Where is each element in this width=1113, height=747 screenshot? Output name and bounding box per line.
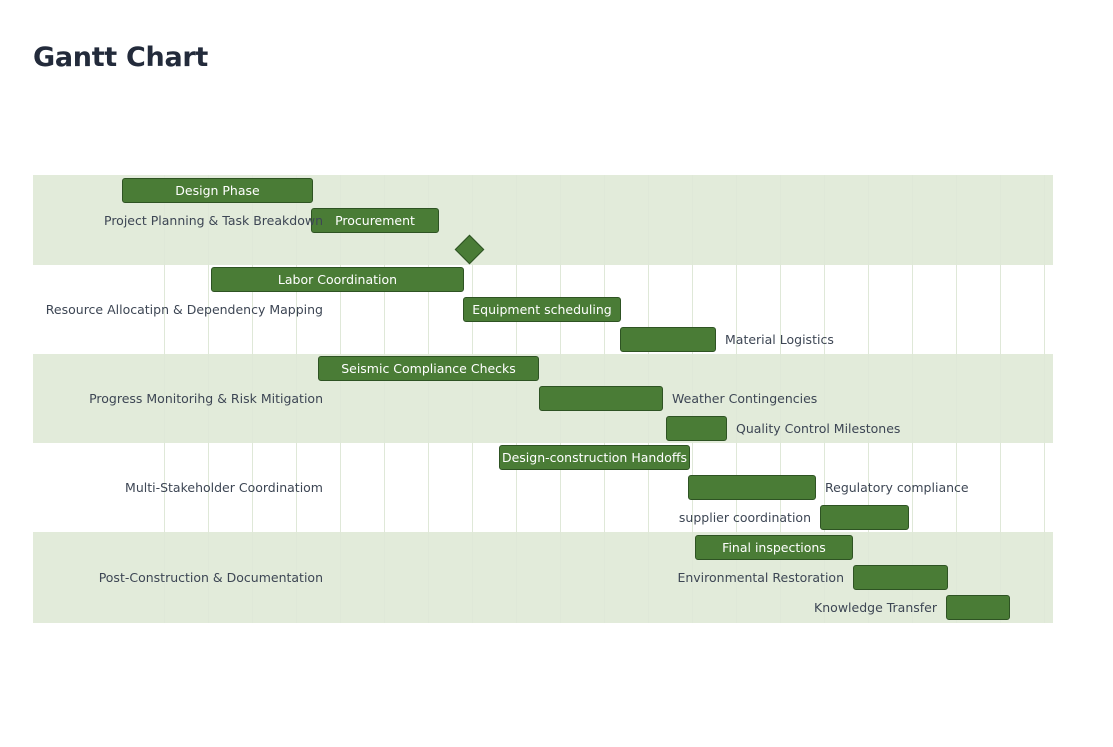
milestone-diamond-icon[interactable] <box>454 234 485 264</box>
task-row[interactable]: Environmental Restoration <box>33 563 1053 592</box>
gantt-bar-label: Knowledge Transfer <box>814 600 937 616</box>
gantt-bar-label: Design Phase <box>175 182 260 198</box>
page-title: Gantt Chart <box>33 42 208 73</box>
gantt-bar[interactable]: Equipment scheduling <box>463 297 621 322</box>
gantt-bar-label: Procurement <box>335 212 415 228</box>
gantt-bar-label: Regulatory compliance <box>825 480 969 495</box>
gantt-bar-label: Material Logistics <box>725 331 834 347</box>
task-row[interactable]: supplier coordination <box>33 503 1053 532</box>
gantt-bar[interactable] <box>853 565 948 590</box>
task-row[interactable]: Seismic Compliance Checks <box>33 354 1053 383</box>
gantt-bar-label: Final inspections <box>722 539 826 555</box>
gantt-bar[interactable]: Procurement <box>311 207 439 233</box>
task-row[interactable]: Procurement <box>33 206 1053 235</box>
task-row[interactable]: Design-construction Handoffs <box>33 443 1053 472</box>
task-row[interactable]: Labor Coordination <box>33 265 1053 294</box>
gantt-bar-label: Seismic Compliance Checks <box>341 361 516 377</box>
gantt-bar-label: Weather Contingencies <box>672 391 818 406</box>
group-label: Progress Monitorihg & Risk Mitigation <box>89 391 323 406</box>
gantt-bar-label: Environmental Restoration <box>677 570 844 585</box>
gantt-bar[interactable] <box>946 595 1010 621</box>
gantt-bar[interactable]: Design Phase <box>122 177 313 203</box>
task-row[interactable]: Quality Control Milestones <box>33 414 1053 443</box>
gantt-bar[interactable]: Design-construction Handoffs <box>499 445 690 471</box>
gantt-bar[interactable] <box>539 386 663 411</box>
task-row[interactable]: Design Phase <box>33 176 1053 205</box>
group-label: Post-Construction & Documentation <box>98 570 323 585</box>
gantt-bar[interactable] <box>666 415 727 441</box>
group-label: Multi-Stakeholder Coordinatiom <box>125 480 323 495</box>
gantt-bar[interactable] <box>820 504 909 530</box>
gantt-bar[interactable] <box>620 326 716 352</box>
gantt-bar-label: Design-construction Handoffs <box>501 450 688 466</box>
task-row[interactable]: Final inspections <box>33 533 1053 562</box>
gantt-bar-label: Labor Coordination <box>277 272 398 288</box>
gantt-bar-label: supplier coordination <box>678 509 811 525</box>
gantt-bar[interactable]: Labor Coordination <box>211 267 464 293</box>
gantt-bar[interactable]: Final inspections <box>695 534 853 560</box>
task-row[interactable]: Weather Contingencies <box>33 384 1053 413</box>
group-label: Resource Allocatipn & Dependency Mapping <box>45 302 323 317</box>
gantt-bar[interactable]: Seismic Compliance Checks <box>318 356 539 382</box>
gantt-bar[interactable] <box>688 475 816 500</box>
group-label: Project Planning & Task Breakdown <box>104 212 323 228</box>
task-row[interactable]: Regulatory compliance <box>33 473 1053 502</box>
gantt-bar-label: Equipment scheduling <box>472 302 612 317</box>
task-row[interactable]: Equipment scheduling <box>33 295 1053 324</box>
task-row[interactable]: Material Logistics <box>33 325 1053 354</box>
gantt-bar-label: Quality Control Milestones <box>736 420 901 436</box>
task-row[interactable]: Knowledge Transfer <box>33 593 1053 622</box>
